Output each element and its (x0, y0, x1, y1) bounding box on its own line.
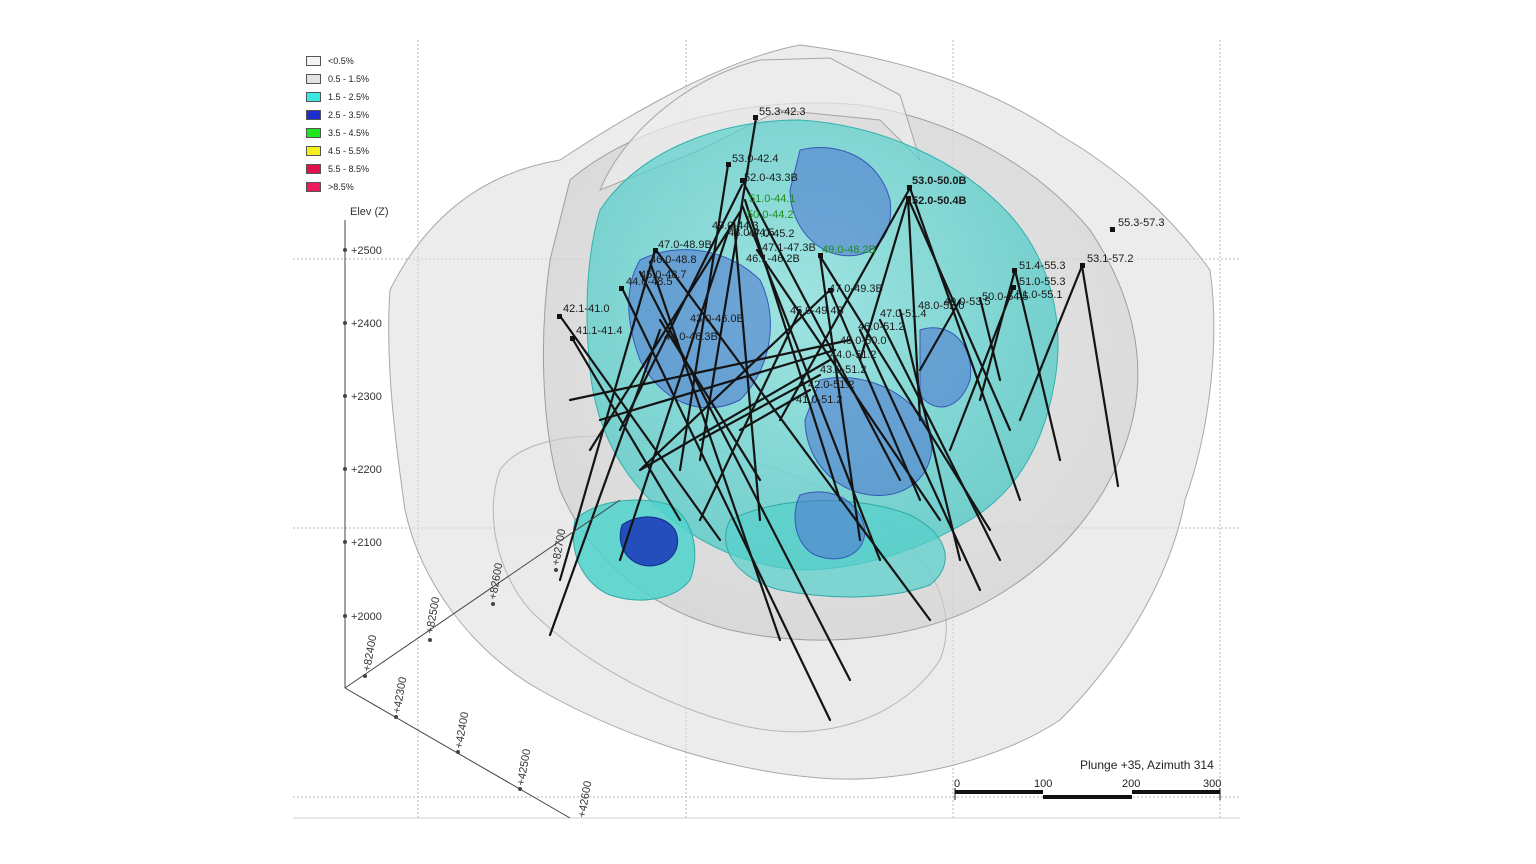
legend-label: 0.5 - 1.5% (328, 74, 370, 84)
legend-item: 5.5 - 8.5% (306, 160, 369, 178)
drill-label: 45.0-48.7 (640, 269, 686, 281)
drill-label: 44.0-46.3B (664, 331, 718, 343)
east-tick-label: +42300 (391, 676, 409, 715)
drill-label: 42.0-51.2 (808, 379, 854, 391)
scale-tick-label: 100 (1034, 778, 1053, 790)
scale-tick-label: 300 (1203, 778, 1222, 790)
elev-tick-label: +2000 (351, 611, 382, 623)
drill-label: 44.0-48.5 (626, 276, 672, 288)
elev-tick-label: +2400 (351, 318, 382, 330)
drill-label: 47.0-48.9B (658, 239, 712, 251)
legend-item: 1.5 - 2.5% (306, 88, 369, 106)
drill-label: 46.1-46.2B (746, 253, 800, 265)
drill-label: 52.0-50.4B (912, 195, 966, 207)
legend-label: 5.5 - 8.5% (328, 164, 370, 174)
grade-shell-high (628, 146, 972, 560)
drill-label: 46.0-51.2 (858, 321, 904, 333)
drill-label: 51.0-55.1 (1016, 289, 1062, 301)
drill-label: 45.0-50.0 (840, 335, 886, 347)
legend-item: 4.5 - 5.5% (306, 142, 369, 160)
drill-label: 47.0-51.4 (880, 308, 926, 320)
legend-item: 3.5 - 4.5% (306, 124, 369, 142)
elev-tick-label: +2500 (351, 245, 382, 257)
drill-label: 45.0-49.4B (790, 305, 844, 317)
view-orientation-label: Plunge +35, Azimuth 314 (1080, 758, 1214, 772)
legend-label: >8.5% (328, 182, 354, 192)
legend-label: 2.5 - 3.5% (328, 110, 370, 120)
drill-label: 50.0-44.2 (747, 209, 793, 221)
drill-label: 47.0-45.2 (748, 228, 794, 240)
drill-label: 47.0-49.3B (829, 283, 883, 295)
legend-swatch (306, 92, 321, 102)
scale-tick-label: 200 (1122, 778, 1141, 790)
grade-legend: <0.5% 0.5 - 1.5% 1.5 - 2.5% 2.5 - 3.5% 3.5 -… (306, 52, 369, 196)
drill-label: 46.0-48.8 (650, 254, 696, 266)
drill-label: 48.0-44.5 (728, 227, 774, 239)
east-tick-label: +42400 (453, 711, 471, 750)
drill-label: 42.1-41.0 (563, 303, 609, 315)
legend-swatch (306, 110, 321, 120)
drill-label: 53.1-57.2 (1087, 253, 1133, 265)
drill-collars (557, 115, 1115, 341)
legend-swatch (306, 56, 321, 66)
legend-swatch (306, 128, 321, 138)
drill-label: 43.0-46.0B (690, 313, 744, 325)
grade-core-blue (619, 516, 678, 567)
drill-label: 49.0-53.5 (944, 296, 990, 308)
elevation-axis: +2500 +2400 +2300 +2200 +2100 +2000 (343, 220, 382, 688)
legend-label: 4.5 - 5.5% (328, 146, 370, 156)
scale-bar (954, 788, 1221, 800)
drill-label: 41.1-41.4 (576, 325, 622, 337)
legend-swatch (306, 182, 321, 192)
legend-label: 1.5 - 2.5% (328, 92, 370, 102)
drill-label: 55.3-42.3 (759, 106, 805, 118)
north-tick-label: +82500 (424, 596, 442, 635)
east-tick-label: +42600 (576, 780, 594, 819)
drill-label: 47.1-47.3B (762, 242, 816, 254)
drill-label: 50.0-54.5 (982, 291, 1028, 303)
drill-label: 52.0-43.3B (744, 172, 798, 184)
scale-tick-label: 0 (954, 778, 961, 790)
legend-label: 3.5 - 4.5% (328, 128, 370, 138)
elev-tick-label: +2200 (351, 464, 382, 476)
legend-item: 2.5 - 3.5% (306, 106, 369, 124)
drill-label: 41.0-51.2 (796, 394, 842, 406)
legend-label: <0.5% (328, 56, 354, 66)
legend-swatch (306, 164, 321, 174)
drill-label: 49.0-48.2B (822, 244, 876, 256)
drill-label: 49.0-44.3 (712, 220, 758, 232)
drill-hole-labels: 55.3-42.3 53.0-42.4 52.0-43.3B 51.0-44.1… (563, 106, 1164, 406)
drill-label: 51.4-55.3 (1019, 260, 1065, 272)
legend-item: <0.5% (306, 52, 369, 70)
drill-label: 53.0-50.0B (912, 175, 966, 187)
drill-hole-traces (548, 116, 1120, 722)
legend-swatch (306, 146, 321, 156)
drill-label: 53.0-42.4 (732, 153, 778, 165)
drill-label: 48.0-52.0 (918, 300, 964, 312)
legend-item: >8.5% (306, 178, 369, 196)
legend-item: 0.5 - 1.5% (306, 70, 369, 88)
drill-label: 51.0-55.3 (1019, 276, 1065, 288)
drill-label: 51.0-44.1 (749, 193, 795, 205)
east-tick-label: +42500 (515, 748, 533, 787)
legend-swatch (306, 74, 321, 84)
drill-label: 43.0-51.2 (820, 364, 866, 376)
drill-label: 44.0-51.2 (830, 349, 876, 361)
elev-tick-label: +2100 (351, 537, 382, 549)
drill-label: 55.3-57.3 (1118, 217, 1164, 229)
elev-tick-label: +2300 (351, 391, 382, 403)
elevation-axis-title: Elev (Z) (350, 206, 389, 218)
